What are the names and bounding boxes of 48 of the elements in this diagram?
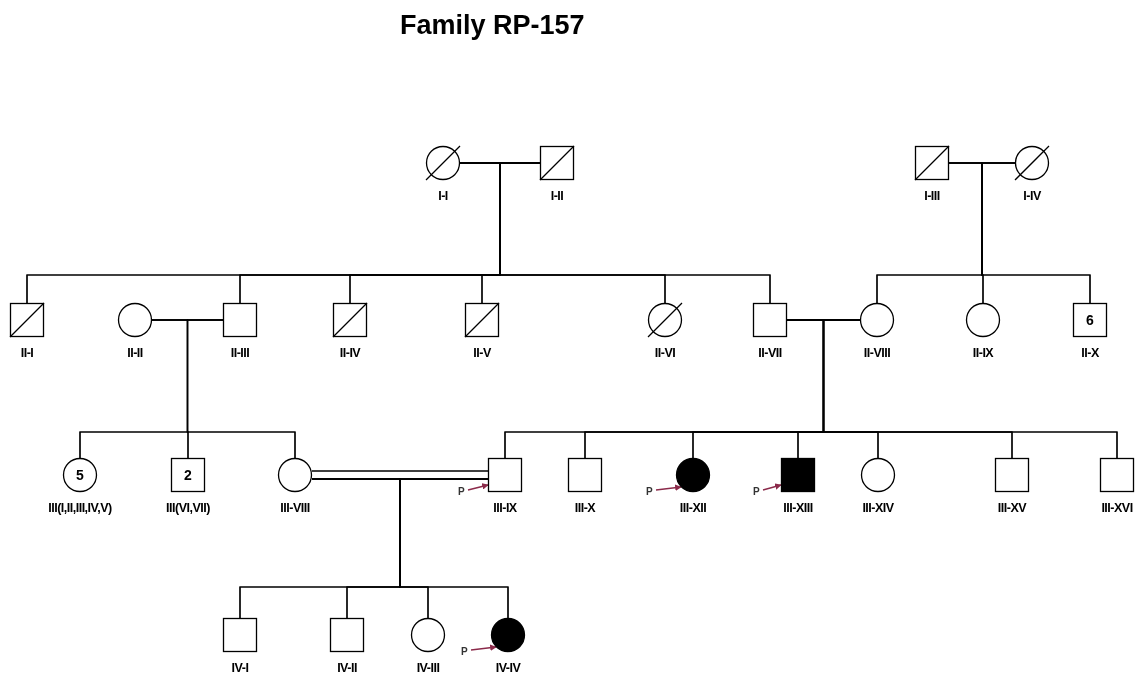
individual-label: IV-IV bbox=[495, 661, 521, 675]
sibling-count: 2 bbox=[183, 467, 193, 483]
individual-label: I-I bbox=[438, 189, 448, 203]
proband-marker: P bbox=[753, 486, 760, 497]
individual-label: II-X bbox=[1081, 346, 1099, 360]
individual-label: II-II bbox=[127, 346, 143, 360]
descent-line bbox=[186, 319, 296, 459]
individual-label: II-I bbox=[20, 346, 34, 360]
individual-label: II-VI bbox=[654, 346, 676, 360]
marriage-line bbox=[459, 162, 541, 164]
individual-label: II-V bbox=[473, 346, 491, 360]
individual-label: II-III bbox=[230, 346, 250, 360]
individual-label: III-IX bbox=[493, 501, 517, 515]
leader-arrow bbox=[655, 484, 682, 491]
individual-label: II-IX bbox=[972, 346, 994, 360]
individual-label: IV-I bbox=[231, 661, 249, 675]
individual-label: III-XVI bbox=[1101, 501, 1133, 515]
individual-label: I-II bbox=[550, 189, 564, 203]
individual-label: IV-II bbox=[337, 661, 357, 675]
leader-arrow bbox=[762, 483, 782, 491]
proband-marker: P bbox=[646, 486, 653, 497]
leader-arrow bbox=[470, 644, 497, 651]
consanguineous-marriage-line bbox=[311, 470, 489, 480]
individual-label: III-XV bbox=[997, 501, 1027, 515]
individual-label: II-VIII bbox=[863, 346, 891, 360]
sibling-count: 5 bbox=[75, 467, 85, 483]
descent-line bbox=[981, 162, 1091, 304]
individual-label: III-XIII bbox=[783, 501, 813, 515]
marriage-line bbox=[948, 162, 1016, 164]
individual-label: III(VI,VII) bbox=[166, 501, 210, 515]
proband-marker: P bbox=[458, 486, 465, 497]
individual-label: II-IV bbox=[339, 346, 361, 360]
marriage-line bbox=[786, 319, 861, 321]
descent-line bbox=[399, 478, 509, 619]
individual-label: I-IV bbox=[1023, 189, 1041, 203]
proband-marker: P bbox=[461, 646, 468, 657]
individual-label: II-VII bbox=[758, 346, 782, 360]
chart-title: Family RP-157 bbox=[400, 10, 585, 41]
individual-label: III-XIV bbox=[862, 501, 894, 515]
leader-arrow bbox=[467, 483, 489, 491]
sibling-count: 6 bbox=[1085, 312, 1095, 328]
individual-label: I-III bbox=[924, 189, 940, 203]
individual-label: IV-III bbox=[416, 661, 440, 675]
marriage-line bbox=[151, 319, 224, 321]
individual-label: III-X bbox=[574, 501, 596, 515]
individual-label: III-VIII bbox=[280, 501, 310, 515]
individual-label: III-XII bbox=[679, 501, 707, 515]
individual-label: III(I,II,III,IV,V) bbox=[48, 501, 112, 515]
